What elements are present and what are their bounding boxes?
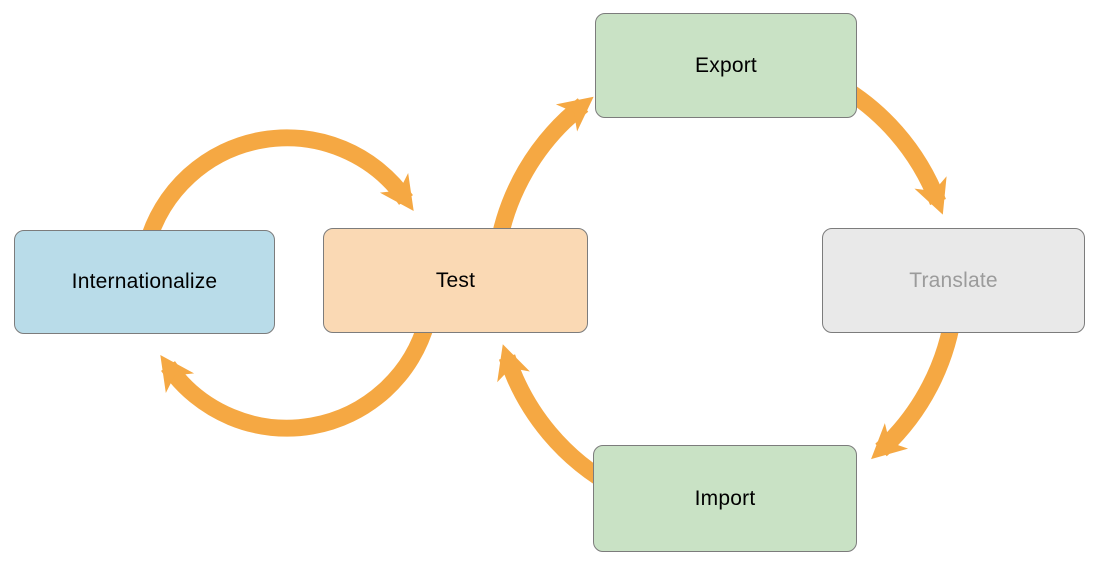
node-export-label: Export: [695, 53, 757, 77]
node-internationalize-label: Internationalize: [71, 270, 218, 293]
node-translate-label: Translate: [909, 268, 998, 292]
node-export: Export: [595, 13, 857, 118]
node-test: Test: [323, 228, 588, 333]
arrow-test-to-internationalize: [160, 318, 436, 437]
node-import-label: Import: [694, 486, 756, 510]
node-import: Import: [593, 445, 857, 552]
node-translate: Translate: [822, 228, 1085, 333]
arrow-internationalize-to-test: [138, 129, 414, 248]
node-internationalize: Internationalize: [14, 230, 275, 334]
node-test-label: Test: [435, 268, 476, 292]
